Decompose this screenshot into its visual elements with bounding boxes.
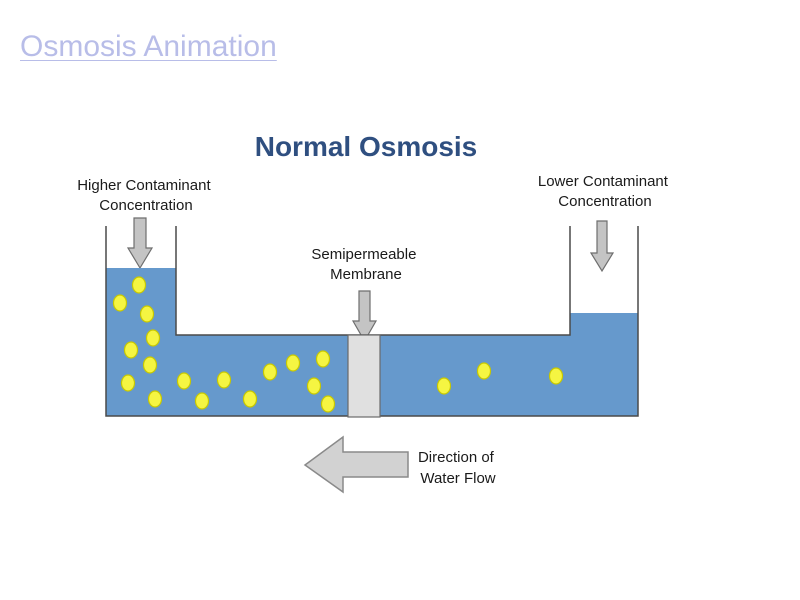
particle-left [218, 372, 231, 388]
particle-left [149, 391, 162, 407]
particle-right [478, 363, 491, 379]
particle-left [322, 396, 335, 412]
diagram-heading: Normal Osmosis [255, 131, 478, 162]
particle-left [244, 391, 257, 407]
membrane-label-line-1: Semipermeable [311, 246, 416, 263]
semipermeable-membrane [348, 335, 380, 417]
particle-left [114, 295, 127, 311]
particle-left [196, 393, 209, 409]
right-column-water [570, 313, 638, 416]
particle-right [550, 368, 563, 384]
water-flow-arrow [305, 437, 408, 492]
particle-left [287, 355, 300, 371]
left-label-line-1: Higher Contaminant [77, 177, 211, 194]
right-pointer-arrow [591, 221, 613, 271]
particle-left [264, 364, 277, 380]
particle-left [147, 330, 160, 346]
membrane-label-line-2: Membrane [330, 266, 402, 283]
bottom-channel-water-right [380, 335, 570, 416]
particle-left [141, 306, 154, 322]
right-label-line-1: Lower Contaminant [538, 173, 669, 190]
particle-left [144, 357, 157, 373]
particle-left [178, 373, 191, 389]
left-label-line-2: Concentration [99, 197, 192, 214]
right-label-line-2: Concentration [558, 193, 651, 210]
particle-left [122, 375, 135, 391]
water-flow-label-line-2: Water Flow [420, 470, 495, 487]
membrane-pointer-arrow [353, 291, 376, 341]
left-concentration-label: Higher Contaminant Concentration [77, 177, 215, 214]
left-pointer-arrow [128, 218, 152, 268]
water-flow-label: Direction of Water Flow [418, 449, 498, 487]
water-flow-label-line-1: Direction of [418, 449, 495, 466]
particle-left [308, 378, 321, 394]
membrane-label: Semipermeable Membrane [311, 246, 420, 283]
particle-left [125, 342, 138, 358]
particle-right [438, 378, 451, 394]
right-concentration-label: Lower Contaminant Concentration [538, 173, 672, 210]
particle-left [317, 351, 330, 367]
particle-left [133, 277, 146, 293]
